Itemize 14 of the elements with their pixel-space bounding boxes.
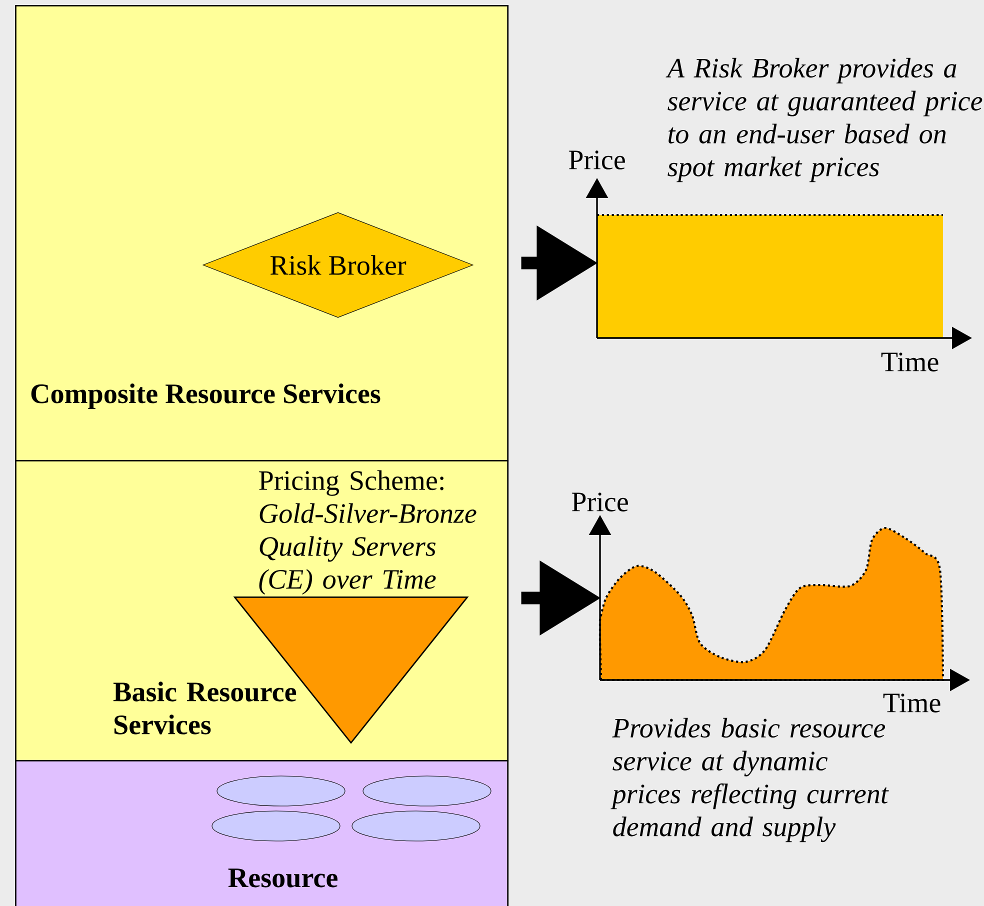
node-label: Gold-Silver-Bronze Quality Servers (CE) over Time (259, 503, 476, 595)
block-arrow (521, 226, 598, 300)
axis-label: Price (572, 492, 628, 512)
axis-label: Time (883, 694, 940, 712)
resource-ellipse (362, 776, 492, 806)
description-text: Provides basic resource service at dynamic prices reflecting current demand and supply (610, 718, 889, 842)
axis-label: Time (881, 352, 938, 372)
node-label: Pricing Scheme: (259, 470, 444, 496)
resource-ellipse (216, 776, 346, 806)
axis-label: Price (568, 150, 625, 170)
resource-ellipse (212, 810, 340, 842)
resource-ellipse (352, 810, 480, 842)
description-text: A Risk Broker provides a service at guaranteed price to an end-user based on spot market prices (666, 58, 982, 182)
block-arrow (521, 560, 601, 636)
